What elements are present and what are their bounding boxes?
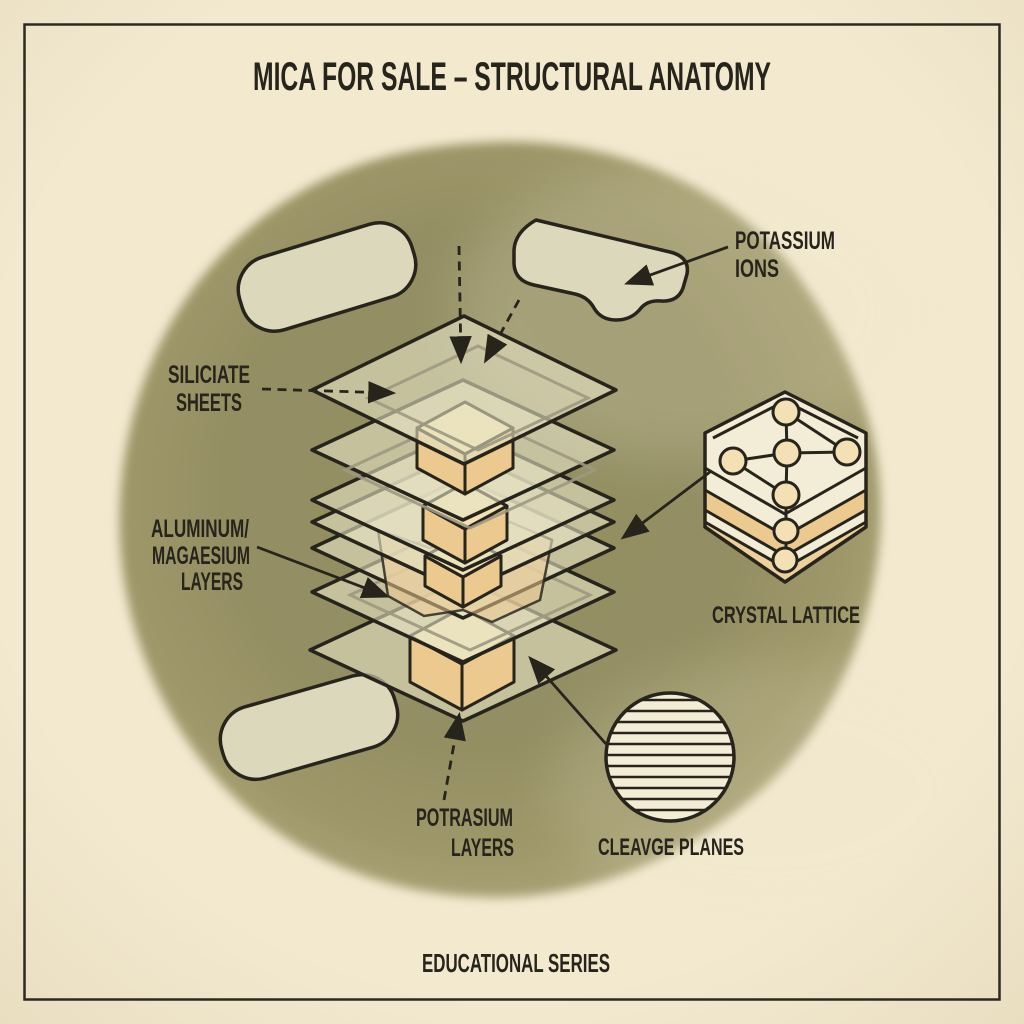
footer-label: EDUCATIONAL SERIES xyxy=(422,948,610,978)
cleavage-planes-arrow xyxy=(528,655,608,745)
aluminum-magnesium-label-line3: LAYERS xyxy=(181,568,243,596)
siliciate-sheets-label-line2: SHEETS xyxy=(176,389,242,417)
potassium-ions-label-line1: POTASSIUM xyxy=(735,227,835,255)
gray-accent-diamond xyxy=(364,344,592,452)
siliciate-sheets-label-line1: SILICIATE xyxy=(168,361,250,389)
siliciate-sheets-arrow xyxy=(261,381,397,404)
top-dashed-arrow-diagonal xyxy=(483,299,521,364)
annotation-arrows xyxy=(256,245,729,801)
poster-frame xyxy=(23,23,1001,1001)
potassium-ions-label-line2: IONS xyxy=(735,255,779,283)
aluminum-magnesium-label-line2: MAGAESIUM xyxy=(152,542,250,570)
labels: MICA FOR SALE – STRUCTURAL ANATOMY POTAS… xyxy=(151,55,860,978)
lattice-node xyxy=(772,517,800,545)
lattice-node xyxy=(771,480,801,510)
aluminum-magnesium-arrow xyxy=(256,545,390,599)
lattice-node xyxy=(771,546,799,574)
crystal-lattice-arrow xyxy=(620,470,711,540)
lattice-node xyxy=(771,397,801,427)
lattice-node xyxy=(772,438,802,468)
lattice-hexagon-outline xyxy=(703,390,868,584)
potassium-layers-label-line2: LAYERS xyxy=(451,834,514,862)
free-sheet-bottom-left xyxy=(218,672,400,782)
potassium-ions-arrow xyxy=(624,245,729,286)
cleavage-planes-label: CLEAVGE PLANES xyxy=(598,834,744,861)
potassium-ion-sheet xyxy=(512,218,690,322)
poster-title: MICA FOR SALE – STRUCTURAL ANATOMY xyxy=(253,55,771,99)
top-dashed-arrow-vertical xyxy=(449,245,472,365)
crystal-lattice-label: CRYSTAL LATTICE xyxy=(712,602,860,629)
cleavage-circle-outline xyxy=(604,691,736,823)
siliciate-sheet-1 xyxy=(310,314,618,466)
gray-accent-diamond xyxy=(341,410,599,530)
crystal-lattice-figure xyxy=(703,390,868,584)
aluminum-magnesium-label-line1: ALUMINUM/ xyxy=(151,515,249,543)
free-sheet-top-left xyxy=(236,221,418,333)
lattice-node xyxy=(718,446,748,476)
lattice-network xyxy=(718,397,862,574)
lattice-node xyxy=(832,437,862,467)
potassium-layers-label-line1: POTRASIUM xyxy=(416,804,513,832)
sheet-stack xyxy=(308,314,618,723)
